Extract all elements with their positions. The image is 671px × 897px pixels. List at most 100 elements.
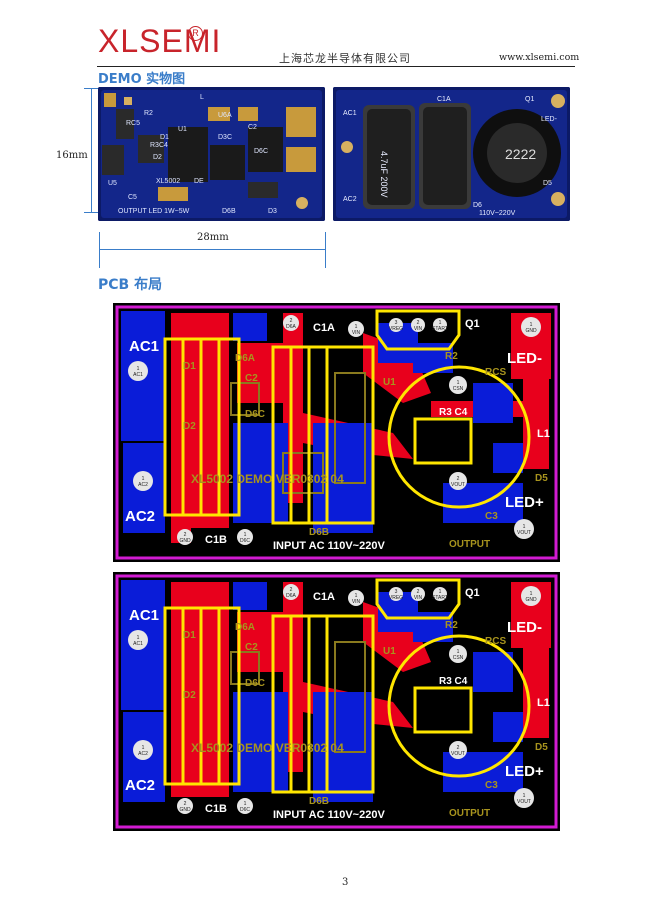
photo2-label: D5 (543, 180, 552, 187)
pcb-label-d6c: D6C (245, 678, 265, 689)
pcb-label-c1a: C1A (313, 591, 335, 603)
pcb-pad-label: CSN (453, 655, 464, 661)
demo-section-title: DEMO 实物图 (98, 72, 186, 87)
pcb-label-input: INPUT AC 110V~220V (273, 809, 385, 821)
pcb-section-title: PCB 布局 (98, 277, 163, 293)
pcb-pad-number: 3 (395, 320, 398, 326)
pcb-label-d6c: D6C (245, 409, 265, 420)
pcb-pad-number: 1 (142, 745, 145, 751)
photo1-label: D1 (160, 134, 169, 141)
pcb-pad-label: GND (179, 807, 191, 813)
photo1-label: U5 (108, 180, 117, 187)
pcb-pad-label: VOUT (451, 751, 465, 757)
pcb-label-r3c4: R3 C4 (439, 407, 468, 418)
pcb-label-mark: XL5002 DEMO VER0302 04 (191, 472, 344, 486)
header-divider (97, 66, 575, 67)
pcb-pad-label: VOUT (517, 530, 531, 536)
pcb-label-led-plus: LED+ (505, 494, 544, 511)
website-url[interactable]: www.xlsemi.com (499, 52, 580, 63)
pcb-label-d1: D1 (183, 361, 196, 372)
photo1-label: RC5 (126, 120, 140, 127)
photo1-label: U1 (178, 126, 187, 133)
photo1-label: D6B (222, 208, 236, 215)
pcb-label-u1: U1 (383, 646, 396, 657)
photo2-label: D6 (473, 202, 482, 209)
pcb-pad-number: 1 (523, 524, 526, 530)
pcb-label-d5: D5 (535, 473, 548, 484)
pcb-label-d6b: D6B (309, 527, 329, 538)
pcb-pad-number: 2 (457, 745, 460, 751)
pcb-label-led-plus: LED+ (505, 763, 544, 780)
pcb-label-l1: L1 (537, 697, 550, 709)
height-dimension-tick-top (84, 88, 98, 89)
pcb-label-l1: L1 (537, 428, 550, 440)
photo1-label: C5 (128, 194, 137, 201)
photo1-label: D6C (254, 148, 268, 155)
height-dimension-label: 16mm (56, 150, 88, 161)
photo2-label: 4.7uF 200V (379, 151, 389, 198)
pcb-pad-label: VIN (352, 599, 361, 605)
pcb-pad-label: GND (179, 538, 191, 544)
pcb-label-c3: C3 (485, 511, 498, 522)
pcb-pad-number: 3 (395, 589, 398, 595)
pcb-label-led-minus: LED- (507, 350, 542, 367)
pcb-pad-number: 1 (457, 649, 460, 655)
pcb-label-input: INPUT AC 110V~220V (273, 540, 385, 552)
registered-mark: R (188, 26, 203, 41)
height-dimension-tick-bottom (84, 212, 98, 213)
pcb-label-q1: Q1 (465, 587, 480, 599)
photo1-label: R3C4 (150, 142, 168, 149)
company-name: 上海芯龙半导体有限公司 (279, 52, 411, 65)
pcb-label-c1b: C1B (205, 803, 227, 815)
xlsemi-logo: XLSEMI (98, 23, 222, 59)
pcb-pad-label: VIN (414, 595, 423, 601)
pcb-label-ac2: AC2 (125, 508, 155, 525)
pcb-label-d6a: D6A (235, 622, 255, 633)
pcb-label-c1a: C1A (313, 322, 335, 334)
pcb-pad-number: 1 (355, 593, 358, 599)
pcb-pad-number: 1 (523, 793, 526, 799)
pcb-label-output: OUTPUT (449, 539, 490, 550)
page-number: 3 (342, 877, 349, 888)
pcb-pad-label: AC1 (133, 641, 143, 647)
pcb-pad-number: 2 (184, 801, 187, 807)
pcb-pad-number: 1 (244, 532, 247, 538)
pcb-label-c1b: C1B (205, 534, 227, 546)
pcb-label-mark: XL5002 DEMO VER0302 04 (191, 741, 344, 755)
photo2-label: C1A (437, 96, 451, 103)
pcb-label-c2: C2 (245, 373, 258, 384)
pcb-pad-number: 2 (417, 589, 420, 595)
pcb-label-r3c4: R3 C4 (439, 676, 468, 687)
pcb-label-r2: R2 (445, 620, 458, 631)
pcb-label-d6b: D6B (309, 796, 329, 807)
pcb-pad-number: 2 (417, 320, 420, 326)
pcb-label-c2: C2 (245, 642, 258, 653)
pcb-pad-label: AC2 (138, 482, 148, 488)
pcb-pad-label: VIN (352, 330, 361, 336)
pcb-pad-label: VREG (389, 326, 403, 332)
pcb-label-output: OUTPUT (449, 808, 490, 819)
photo2-label: 2222 (505, 146, 536, 162)
pcb-pad-label: START (432, 595, 448, 601)
pcb-pad-number: 1 (137, 366, 140, 372)
pcb-label-d2: D2 (183, 690, 196, 701)
pcb-label-d6a: D6A (235, 353, 255, 364)
photo1-label: L (200, 94, 204, 101)
pcb-pad-number: 2 (290, 318, 293, 324)
pcb-pad-label: D6A (286, 324, 296, 330)
pcb-pad-label: VOUT (517, 799, 531, 805)
pcb-pad-number: 2 (184, 532, 187, 538)
pcb-pad-number: 1 (142, 476, 145, 482)
photo1-label: DE (194, 178, 204, 185)
photo1-label: R2 (144, 110, 153, 117)
photo2-label: AC2 (343, 196, 357, 203)
pcb-pad-number: 1 (244, 801, 247, 807)
pcb-label-led-minus: LED- (507, 619, 542, 636)
pcb-pad-number: 1 (137, 635, 140, 641)
pcb-pad-label: AC1 (133, 372, 143, 378)
photo2-label: AC1 (343, 110, 357, 117)
pcb-pad-number: 1 (530, 591, 533, 597)
demo-photo-top: RC5 R2 L U6A C2 U1 D3C D1 R3C4 D6C D2 U5… (98, 87, 325, 221)
